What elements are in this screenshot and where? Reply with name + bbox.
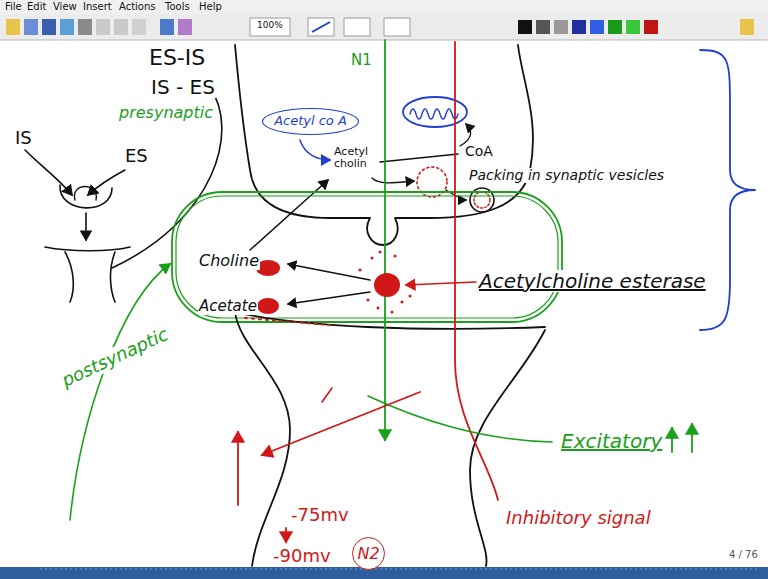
menu-bar bbox=[0, 0, 768, 14]
node-text: Acetyl co A bbox=[274, 114, 347, 128]
molecule-label: Acetate bbox=[198, 298, 258, 315]
toolbar-icons bbox=[6, 18, 754, 36]
process-note: Packing in synaptic vesicles bbox=[468, 168, 665, 183]
signal-label: ES bbox=[124, 146, 149, 166]
menu-item: Help bbox=[198, 1, 223, 12]
menu-item: Edit bbox=[26, 1, 47, 12]
menu-item: File bbox=[4, 1, 23, 12]
menu-item: Tools bbox=[164, 1, 191, 12]
page-number: 4 / 76 bbox=[728, 549, 759, 560]
voltage-label: -75mv bbox=[290, 505, 350, 525]
molecule-label: Choline bbox=[198, 252, 260, 270]
menu-item: View bbox=[52, 1, 78, 12]
note-text: ES-IS bbox=[148, 46, 206, 70]
neuron-circle: N2 bbox=[352, 537, 385, 570]
zoom-level: 100% bbox=[256, 21, 284, 31]
signal-label: Inhibitory signal bbox=[505, 508, 652, 528]
signal-label: IS bbox=[14, 128, 33, 148]
enzyme-label: Acetylcholine esterase bbox=[478, 270, 707, 292]
menu-item: Actions bbox=[118, 1, 157, 12]
signal-label: Excitatory bbox=[560, 430, 663, 452]
region-label: postsynaptic bbox=[58, 324, 172, 391]
molecule-label: Acetyl cholin bbox=[333, 146, 379, 170]
node-text: N2 bbox=[357, 545, 379, 563]
voltage-label: -90mv bbox=[272, 546, 332, 566]
neuron-label: N1 bbox=[350, 52, 373, 69]
menu-item: Insert bbox=[82, 1, 113, 12]
molecule-label: CoA bbox=[464, 144, 494, 159]
molecule-oval: Acetyl co A bbox=[262, 108, 359, 135]
note-text: IS - ES bbox=[150, 76, 216, 98]
region-label: presynaptic bbox=[118, 104, 214, 122]
tool-bar bbox=[0, 14, 768, 40]
status-bar bbox=[0, 567, 768, 579]
